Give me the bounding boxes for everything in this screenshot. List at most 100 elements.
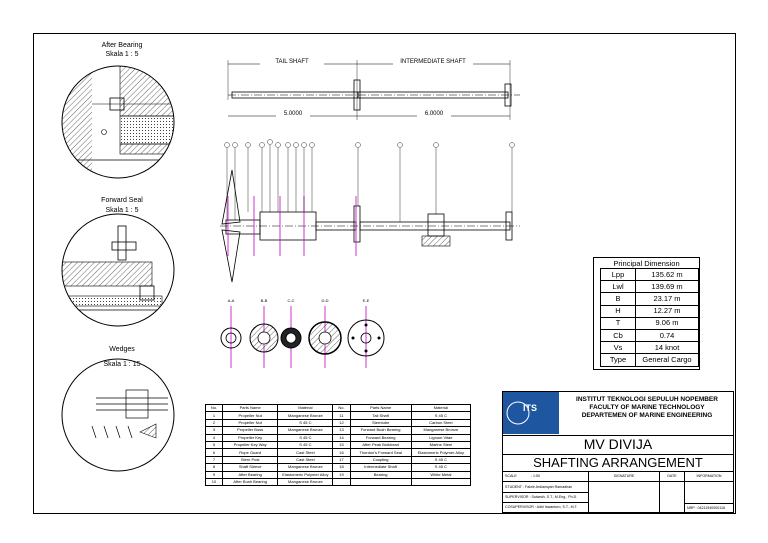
cell: After Bearing	[222, 470, 279, 479]
cell: 10	[204, 477, 224, 487]
cell: Cb	[600, 328, 636, 343]
cell: 1	[204, 411, 224, 420]
cell: Coupling	[349, 455, 412, 465]
cell: Manganese Bronze	[277, 463, 334, 472]
logo-text: ITS	[523, 403, 538, 413]
cell: Marine Steel	[410, 440, 472, 450]
intermediate-shaft-label: INTERMEDIATE SHAFT	[393, 59, 473, 65]
scale-label: SCALE	[505, 474, 517, 478]
cell: Manganese Bronze	[277, 426, 334, 435]
cell: Forward Bearing	[349, 433, 412, 442]
signature-label: SIGNATURE	[589, 471, 660, 482]
intermediate-shaft-length: 6.0000	[417, 111, 451, 117]
forward-seal-scale: Skala 1 : 5	[105, 207, 139, 214]
cell: 18	[332, 463, 351, 472]
cell: S 45 C	[277, 440, 334, 450]
cell: Forward Bush Bearing	[349, 426, 412, 435]
student-name: STUDENT : Fakrie Ardiansyah Ramadhan	[505, 485, 573, 489]
cell: S 45 C	[277, 433, 334, 442]
section-label-a: A-A	[227, 298, 235, 303]
cell: B	[600, 292, 636, 306]
cell: 23.17 m	[635, 292, 699, 306]
section-label-c: C-C	[287, 298, 295, 303]
cell: After Peak Bulkhead	[349, 440, 412, 450]
cell: 9	[204, 470, 224, 479]
section-label-d: D-D	[321, 298, 329, 303]
cell: Lignum Vitae	[410, 433, 472, 442]
principal-dimension-title: Principal Dimension	[613, 259, 680, 268]
cell	[349, 477, 412, 487]
cell: 11	[332, 411, 351, 420]
cell: Vs	[600, 341, 636, 355]
cell: Thordon's Forward Seal	[349, 448, 412, 457]
cell: Manganese Bronze	[410, 426, 472, 435]
forward-seal-title: Forward Seal	[101, 197, 143, 204]
col-material: Material	[277, 403, 334, 413]
cell: Carbon Steel	[410, 418, 472, 428]
cell	[332, 477, 351, 487]
cell: S 45 C	[410, 463, 472, 472]
title-block: ITS INSTITUT TEKNOLOGI SEPULUH NOPEMBER …	[502, 391, 734, 513]
after-bearing-title: After Bearing	[101, 42, 143, 49]
cell: Lpp	[600, 267, 636, 282]
department-name: DEPARTEMEN OF MARINE ENGINEERING	[581, 412, 713, 419]
faculty-name: FACULTY OF MARINE TECHNOLOGY	[589, 404, 705, 411]
wedges-title: Wedges	[109, 346, 135, 353]
cell: 4	[204, 433, 224, 442]
cell: 8	[204, 463, 224, 472]
cell: Propeller Key Way	[222, 440, 279, 450]
forward-seal-detail	[61, 213, 175, 327]
cell: Manganese Bronze	[277, 477, 334, 487]
cell: 9.06 m	[635, 316, 699, 330]
drawing-frame	[33, 33, 736, 514]
cell: After Bush Bearing	[222, 477, 279, 487]
cell: General Cargo	[635, 353, 699, 367]
parts-table: No. Parts Name Material No. Parts Name M…	[204, 403, 472, 487]
cell: Intermediate Shaft	[349, 463, 412, 472]
cell: Bearing	[349, 470, 412, 479]
shaft-elevation	[227, 60, 520, 120]
cell: 14 knot	[635, 341, 699, 355]
tail-shaft-length: 5.0000	[276, 111, 310, 117]
parts-table-header: No. Parts Name Material No. Parts Name M…	[204, 403, 472, 413]
col-no-2: No.	[332, 403, 351, 413]
cell: 19	[332, 470, 351, 479]
cell: 2	[204, 418, 224, 428]
cell: Type	[600, 353, 636, 367]
cosupervisor-name: COSUPERVISOR : Adhi Iswantoro, S.T., M.T…	[505, 505, 578, 509]
nrp: NRP : 04211940000116	[687, 506, 725, 510]
col-no: No.	[204, 403, 224, 413]
cell: Cast Steel	[277, 455, 334, 465]
date-label: DATE	[660, 471, 685, 482]
cell: 16	[332, 448, 351, 457]
cell: 13	[332, 426, 351, 435]
supervisor-name: SUPERVISOR : Sutarsih, S.T., M.Eng., Ph.…	[505, 495, 578, 499]
cell: Propeller Key	[222, 433, 279, 442]
cell: 139.69 m	[635, 280, 699, 294]
principal-dimension-box	[593, 257, 700, 370]
cell	[410, 477, 472, 487]
cell: 7	[204, 455, 224, 465]
cell: 6	[204, 448, 224, 457]
cell: 17	[332, 455, 351, 465]
after-bearing-scale: Skala 1 : 5	[105, 51, 139, 58]
cell: S 45 C	[277, 418, 334, 428]
cell: 14	[332, 433, 351, 442]
cell: Tail Shaft	[349, 411, 412, 420]
after-bearing-detail	[61, 65, 175, 179]
